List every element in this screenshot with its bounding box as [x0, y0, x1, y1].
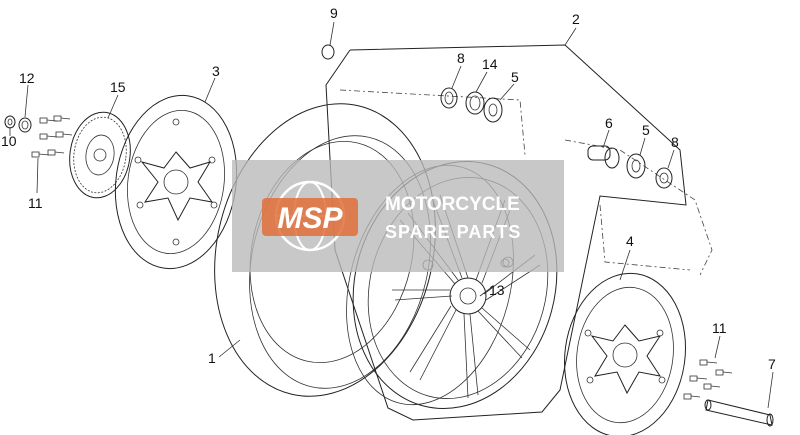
leader-lines	[9, 21, 774, 409]
watermark-logo: MSP	[262, 180, 358, 252]
callout-11-right: 11	[712, 320, 727, 336]
callout-4: 4	[626, 233, 634, 249]
callout-10: 10	[1, 133, 17, 149]
callout-11-left: 11	[28, 195, 43, 211]
callout-7: 7	[768, 356, 776, 372]
hub-bearings-upper	[321, 44, 503, 123]
abs-phonic-wheel	[69, 111, 131, 199]
brake-disc-left	[114, 94, 238, 270]
callout-14: 14	[482, 56, 498, 72]
watermark-line2: SPARE PARTS	[385, 222, 521, 242]
brake-disc-right	[563, 272, 687, 435]
callout-3: 3	[212, 63, 220, 79]
callout-13: 13	[489, 282, 505, 298]
callout-2: 2	[572, 11, 580, 27]
hub-bearings-lower	[587, 145, 673, 189]
callout-5-lower: 5	[642, 122, 650, 138]
left-small-parts	[4, 115, 73, 158]
right-bolts-axle	[683, 359, 774, 427]
callout-15: 15	[110, 79, 126, 95]
watermark: MSP MOTORCYCLE SPARE PARTS	[232, 160, 564, 272]
callout-8-upper: 8	[457, 50, 465, 66]
watermark-logo-text: MSP	[277, 202, 343, 235]
callout-8-lower: 8	[671, 134, 679, 150]
callout-6: 6	[605, 115, 613, 131]
callouts: 1 2 3 4 5 5 6 7 8 8 9 10 11 11 12 13 14 …	[1, 5, 776, 372]
callout-12: 12	[19, 70, 35, 86]
callout-1: 1	[208, 350, 216, 366]
callout-9: 9	[330, 5, 338, 21]
callout-5-upper: 5	[511, 69, 519, 85]
watermark-line1: MOTORCYCLE	[385, 194, 520, 215]
